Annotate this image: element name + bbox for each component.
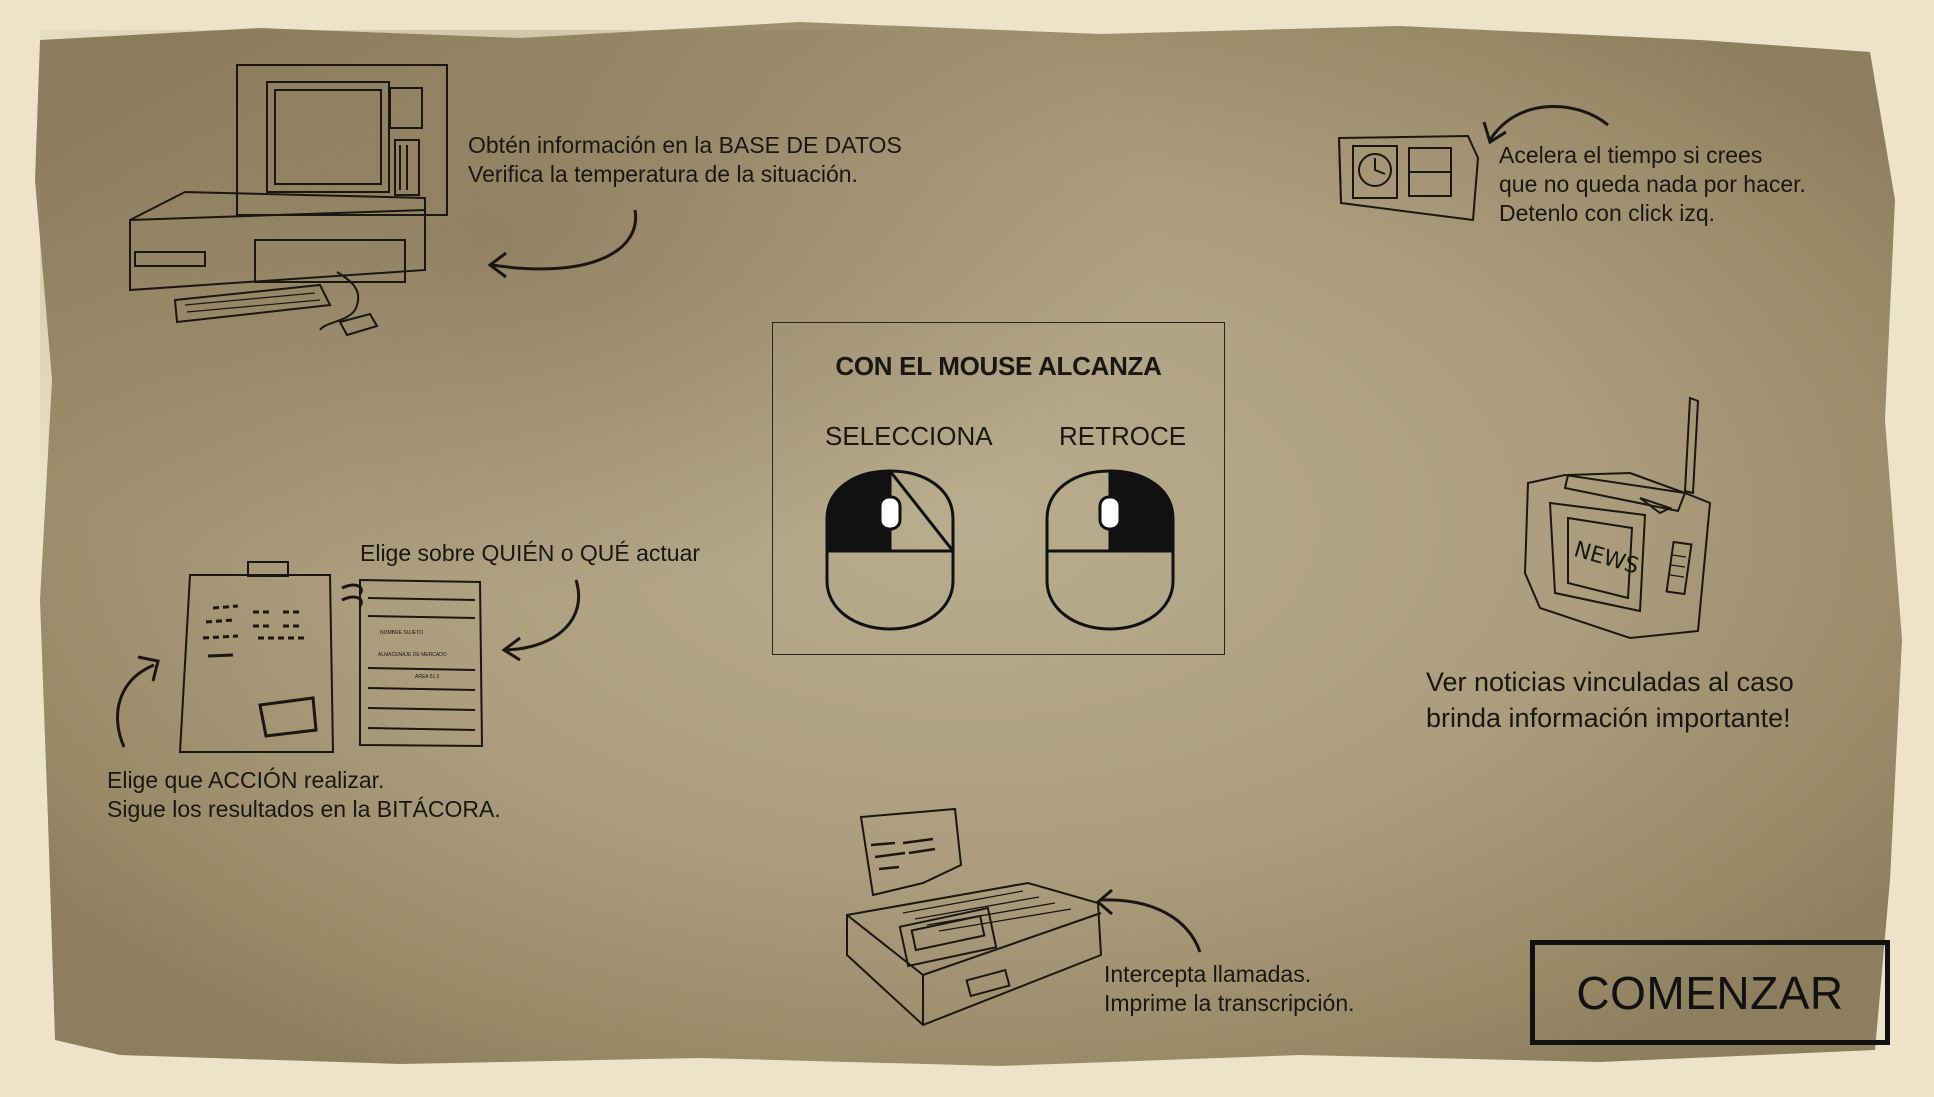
action-hint-line1: Elige que ACCIÓN realizar.	[107, 767, 385, 793]
clock-hint-line2: que no queda nada por hacer.	[1499, 171, 1806, 197]
logbook-line3: ÁREA 51,5	[415, 673, 440, 680]
target-hint: Elige sobre QUIÉN o QUÉ actuar	[360, 539, 700, 568]
news-tv-icon: NEWS	[1520, 393, 1720, 643]
clock-icon	[1333, 128, 1481, 220]
curved-arrow-icon	[1092, 888, 1204, 958]
logbook-line1: NOMBRE SUJETO	[380, 630, 423, 636]
target-hint-line1: Elige sobre QUIÉN o QUÉ actuar	[360, 540, 701, 566]
news-hint-line2: brinda información importante!	[1426, 703, 1791, 733]
clock-hint-line3: Detenlo con click izq.	[1499, 200, 1716, 226]
clock-hint: Acelera el tiempo si crees que no queda …	[1499, 141, 1806, 228]
database-hint: Obtén información en la BASE DE DATOS Ve…	[468, 131, 902, 189]
database-hint-line1: Obtén información en la BASE DE DATOS	[468, 132, 902, 158]
curved-arrow-icon	[1478, 100, 1613, 148]
curved-arrow-icon	[108, 655, 168, 750]
right-click-mouse-icon	[1045, 469, 1175, 631]
left-click-mouse-icon	[825, 469, 955, 631]
curved-arrow-icon	[482, 205, 642, 280]
phone-hint-line2: Imprime la transcripción.	[1104, 990, 1355, 1016]
news-hint: Ver noticias vinculadas al caso brinda i…	[1426, 664, 1794, 736]
computer-icon	[125, 60, 460, 360]
clipboard-icon	[178, 560, 338, 755]
phone-hint-line1: Intercepta llamadas.	[1104, 961, 1312, 987]
fax-phone-icon	[843, 805, 1103, 1030]
news-hint-line1: Ver noticias vinculadas al caso	[1426, 667, 1794, 697]
mouse-instructions-panel: CON EL MOUSE ALCANZA SELECCIONA RETROCE	[772, 322, 1225, 655]
curved-arrow-icon	[498, 578, 588, 660]
mouse-panel-title: CON EL MOUSE ALCANZA	[835, 351, 1162, 381]
start-button[interactable]: COMENZAR	[1530, 940, 1890, 1045]
phone-hint: Intercepta llamadas. Imprime la transcri…	[1104, 960, 1355, 1018]
action-hint: Elige que ACCIÓN realizar. Sigue los res…	[107, 766, 501, 824]
select-label: SELECCIONA	[825, 421, 993, 451]
database-hint-line2: Verifica la temperatura de la situación.	[468, 161, 858, 187]
logbook-line2: ALMACENAJE DE MERCADO	[378, 652, 447, 658]
logbook-icon: NOMBRE SUJETO ALMACENAJE DE MERCADO ÁREA…	[340, 578, 485, 748]
clock-hint-line1: Acelera el tiempo si crees	[1499, 142, 1763, 168]
back-label: RETROCE	[1059, 421, 1187, 451]
action-hint-line2: Sigue los resultados en la BITÁCORA.	[107, 796, 501, 822]
